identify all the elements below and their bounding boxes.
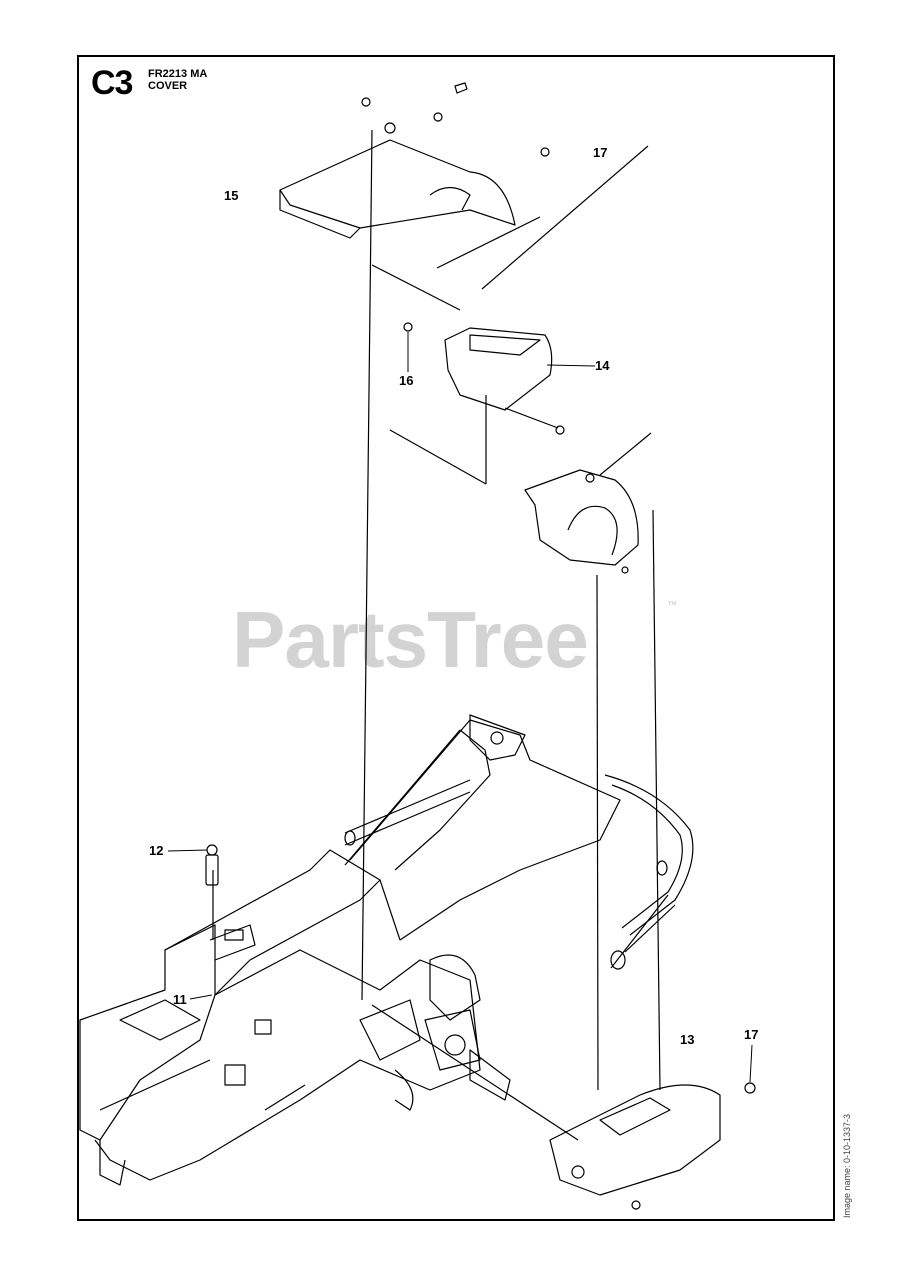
callout-15: 15	[224, 188, 239, 203]
callout-17: 17	[744, 1027, 759, 1042]
model-number: FR2213 MA	[148, 68, 208, 80]
part-15-cover	[279, 82, 550, 239]
guide-line	[652, 509, 661, 1091]
part-13-cover	[549, 1082, 756, 1210]
drawing-frame	[77, 55, 835, 1221]
guide-line	[436, 216, 541, 269]
part-14-cover	[403, 322, 565, 435]
callout-12: 12	[149, 843, 164, 858]
image-code: Image name: 0-10-1337-3	[842, 1113, 852, 1218]
guide-line	[361, 129, 373, 1001]
trademark-symbol: ™	[667, 600, 677, 611]
callout-13: 13	[680, 1032, 695, 1047]
guide-line	[596, 574, 599, 1091]
guide-line	[389, 429, 487, 485]
callout-16: 16	[399, 373, 414, 388]
guide-line	[371, 264, 461, 311]
callout-14: 14	[595, 358, 610, 373]
callout-17: 17	[593, 145, 608, 160]
section-title: COVER	[148, 80, 188, 92]
part-bracket	[524, 469, 639, 574]
guide-line	[481, 145, 649, 290]
part-12-pin	[205, 844, 219, 886]
section-code: C3	[91, 64, 133, 102]
frame-assembly	[79, 714, 694, 1186]
callout-leaders	[167, 332, 753, 1083]
watermark: PartsTree	[232, 595, 589, 684]
guide-line	[599, 432, 652, 476]
callout-11: 11	[173, 992, 187, 1007]
